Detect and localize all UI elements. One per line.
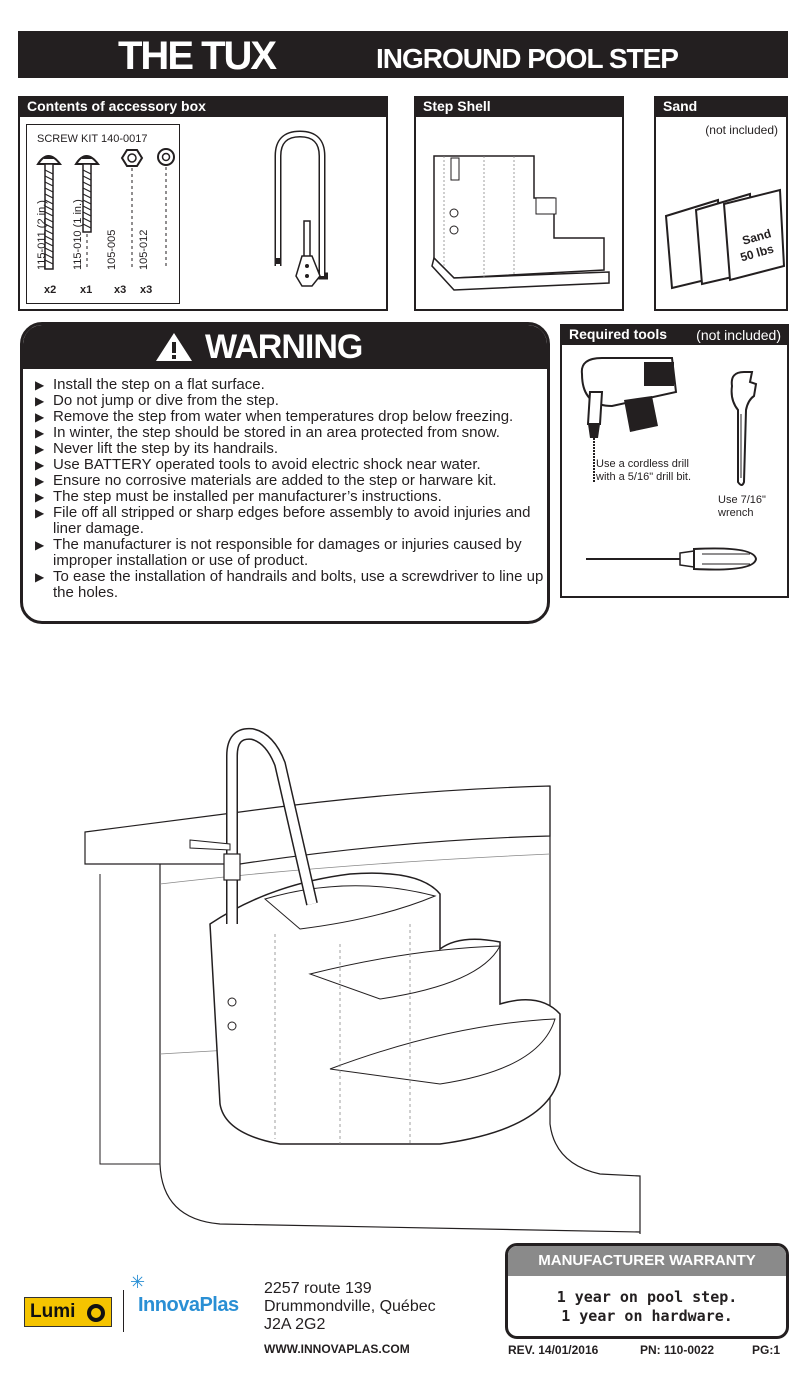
warranty-title: MANUFACTURER WARRANTY [508,1246,786,1276]
qty-105-005: x3 [114,284,127,296]
sand-panel: Sand (not included) Sand 50 lbs [654,96,788,311]
part-number: PN: 110-0022 [640,1343,715,1357]
screw-kit-frame: SCREW KIT 140-0017 [26,124,180,304]
warning-item: The manufacturer is not responsible for … [35,537,547,569]
screw-kit-illustration [36,148,175,270]
part-number-115-011: 115-011 (2 in.) [36,200,48,270]
nut-icon [120,149,144,269]
warranty-box: MANUFACTURER WARRANTY 1 year on pool ste… [505,1243,789,1339]
warning-item: Do not jump or dive from the step. [35,393,547,410]
lumio-o-icon [87,1304,105,1322]
warning-title: WARNING [205,328,363,366]
part-number-105-012: 105-012 [138,229,150,270]
qty-115-010: x1 [80,284,93,296]
screw-kit-label: SCREW KIT 140-0017 [37,133,148,145]
warning-item: Install the step on a flat surface. [35,377,547,394]
warning-item: Ensure no corrosive materials are added … [35,473,547,490]
part-number-115-010: 115-010 (1 in.) [72,199,84,270]
lumio-logo: Lumi [24,1297,112,1327]
cordless-drill-icon [580,357,678,482]
warning-item: File off all stripped or sharp edges bef… [35,505,547,537]
warning-item: In winter, the step should be stored in … [35,425,547,442]
sand-not-included: (not included) [705,123,778,137]
warning-panel: WARNING Install the step on a flat surfa… [20,322,550,624]
sand-bags-illustration [664,188,786,290]
warning-list: Install the step on a flat surface. Do n… [35,377,547,601]
address-line-3: J2A 2G2 [264,1316,326,1333]
manufacturer-address: 2257 route 139 Drummondville, Québec J2A… [264,1280,436,1334]
tools-not-included: (not included) [696,327,781,343]
product-subtitle: INGROUND POOL STEP [376,43,679,74]
required-tools-title: Required tools (not included) [560,324,789,345]
wrench-note-size: Use 7/16" [718,494,766,506]
warning-item: The step must be installed per manufactu… [35,489,547,506]
revision-date: REV. 14/01/2016 [508,1343,599,1357]
step-shell-title: Step Shell [414,96,624,117]
warranty-hardware-line: 1 year on hardware. [561,1307,733,1325]
warning-item: Never lift the step by its handrails. [35,441,547,458]
step-shell-illustration [431,155,610,291]
logo-divider [123,1290,124,1332]
innovaplas-logo: InnovaPlas [138,1294,239,1316]
bolt-2in-icon [36,155,63,270]
washer-icon [157,148,175,269]
accessory-box-panel: Contents of accessory box SCREW KIT 140-… [18,96,388,311]
warning-triangle-icon [156,333,192,361]
title-banner: THE TUX INGROUND POOL STEP [18,31,788,78]
required-tools-panel: Required tools (not included) Use a cord… [560,324,789,598]
required-tools-label: Required tools [569,326,668,342]
sand-title: Sand [654,96,788,117]
page-number: PG:1 [752,1343,781,1357]
website-link[interactable]: WWW.INNOVAPLAS.COM [264,1342,410,1356]
drill-note: Use a cordless drill with a 5/16" drill … [596,458,692,483]
installed-pool-step-illustration [84,727,641,1234]
warning-item: To ease the installation of handrails an… [35,569,547,601]
innovaplas-star-icon: ✳ [130,1272,146,1292]
warning-header: WARNING [23,325,547,369]
part-number-105-005: 105-005 [106,229,118,270]
warning-item: Use BATTERY operated tools to avoid elec… [35,457,547,474]
accessory-box-title: Contents of accessory box [18,96,388,117]
handrail-illustration [274,130,328,287]
bolt-1in-icon [74,155,101,269]
wrench-note-label: wrench [718,507,754,519]
qty-105-012: x3 [140,284,153,296]
wrench-icon [730,371,758,486]
warning-item: Remove the step from water when temperat… [35,409,547,426]
warranty-step-line: 1 year on pool step. [556,1288,738,1306]
product-title: THE TUX [118,34,277,78]
screwdriver-icon [586,547,758,571]
qty-115-011: x2 [44,284,57,296]
address-line-1: 2257 route 139 [264,1280,372,1297]
address-line-2: Drummondville, Québec [264,1298,436,1315]
step-shell-panel: Step Shell [414,96,624,311]
mounting-bracket-icon [295,220,321,287]
lumio-logo-text: Lumi [30,1301,76,1322]
